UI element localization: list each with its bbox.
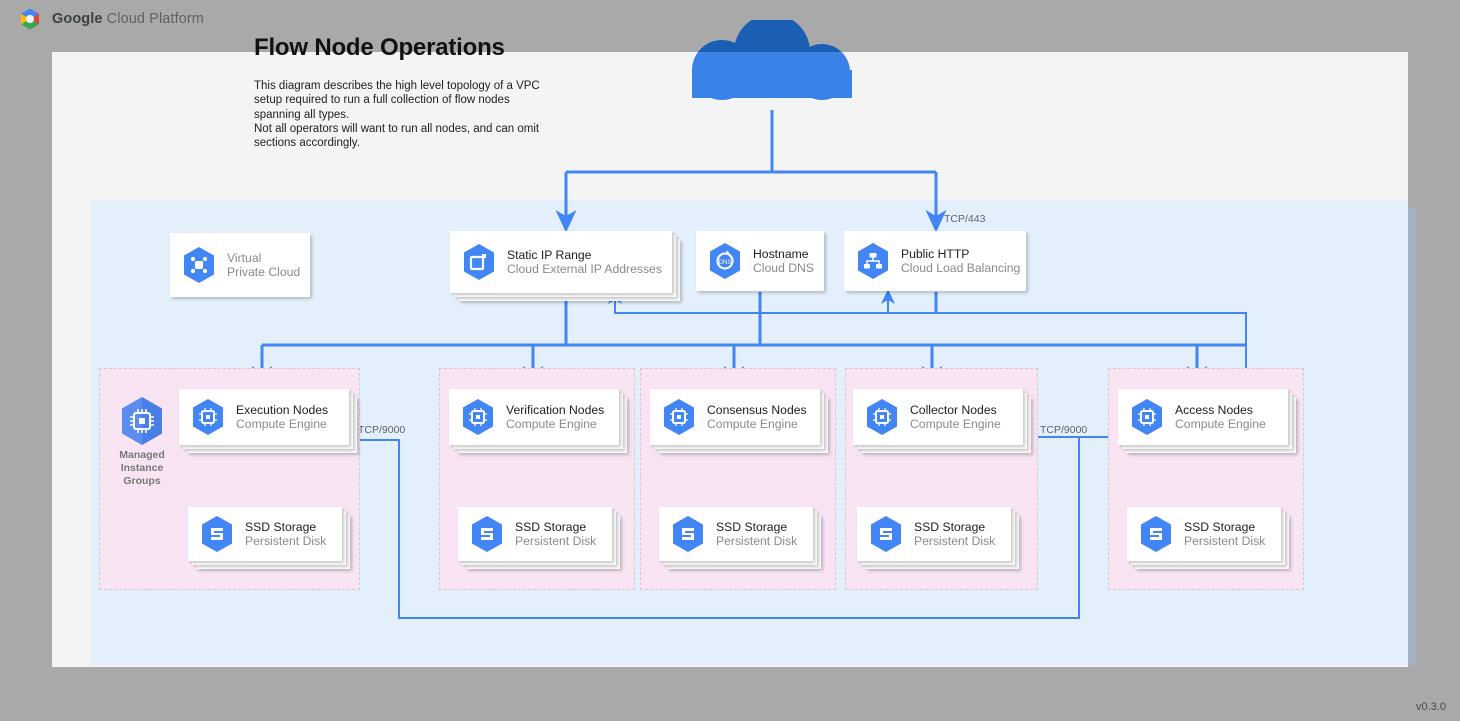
node-subtitle: Persistent Disk — [245, 534, 327, 548]
node-subtitle: Compute Engine — [1175, 417, 1266, 431]
node-label-group: SSD Storage Persistent Disk — [515, 520, 596, 549]
node-subtitle: Compute Engine — [506, 417, 597, 431]
persistent-disk-icon — [673, 516, 703, 552]
compute-engine-icon — [1132, 399, 1162, 435]
node-title: SSD Storage — [515, 519, 587, 534]
node-label-group: Virtual Private Cloud — [227, 251, 300, 280]
node-subtitle: Persistent Disk — [914, 534, 996, 548]
node-consensus-ssd-storage[interactable]: SSD Storage Persistent Disk — [659, 507, 813, 561]
node-subtitle: Cloud Load Balancing — [901, 261, 1021, 275]
node-access-ssd-storage[interactable]: SSD Storage Persistent Disk — [1127, 507, 1281, 561]
node-label-group: Access Nodes Compute Engine — [1175, 403, 1266, 432]
node-label-group: Collector Nodes Compute Engine — [910, 403, 1001, 432]
version-label: v0.3.0 — [1416, 701, 1446, 713]
node-title: Static IP Range — [507, 247, 592, 262]
node-subtitle: Cloud DNS — [753, 261, 814, 275]
vpc-region-shadow — [1408, 208, 1416, 665]
node-label-group: SSD Storage Persistent Disk — [716, 520, 797, 549]
brand-rest: Cloud Platform — [102, 11, 204, 27]
node-subtitle: Private Cloud — [227, 265, 301, 279]
gcp-wordmark: Google Cloud Platform — [52, 11, 204, 27]
gcp-hexagon-logo-icon — [21, 8, 39, 30]
managed-instance-groups-label: Managed Instance Groups — [119, 449, 165, 487]
cloud-icon — [676, 20, 868, 112]
managed-instance-groups-icon — [122, 397, 162, 445]
node-verification-nodes[interactable]: Verification Nodes Compute Engine — [449, 389, 619, 445]
compute-engine-icon — [664, 399, 694, 435]
compute-engine-icon — [463, 399, 493, 435]
cloud-dns-icon: DNS — [710, 243, 740, 279]
node-title: Virtual — [227, 250, 262, 265]
node-access-nodes[interactable]: Access Nodes Compute Engine — [1118, 389, 1288, 445]
node-hostname[interactable]: DNS Hostname Cloud DNS — [696, 231, 824, 291]
port-label-collector-side: TCP/9000 — [1040, 424, 1088, 436]
page-title: Flow Node Operations — [254, 34, 505, 61]
node-subtitle: Persistent Disk — [1184, 534, 1266, 548]
node-title: Execution Nodes — [236, 402, 329, 417]
node-label-group: Public HTTP Cloud Load Balancing — [901, 247, 1020, 276]
compute-engine-icon — [867, 399, 897, 435]
node-verification-ssd-storage[interactable]: SSD Storage Persistent Disk — [458, 507, 612, 561]
node-label-group: Execution Nodes Compute Engine — [236, 403, 328, 432]
node-collector-ssd-storage[interactable]: SSD Storage Persistent Disk — [857, 507, 1011, 561]
brand-bold: Google — [52, 11, 103, 27]
node-static-ip-range[interactable]: Static IP Range Cloud External IP Addres… — [450, 231, 672, 293]
svg-text:DNS: DNS — [719, 260, 732, 266]
node-subtitle: Compute Engine — [707, 417, 798, 431]
diagram-description: This diagram describes the high level to… — [254, 80, 540, 150]
node-execution-nodes[interactable]: Execution Nodes Compute Engine — [179, 389, 349, 445]
node-subtitle: Persistent Disk — [515, 534, 597, 548]
port-label-execution-side: TCP/9000 — [358, 424, 406, 436]
node-collector-nodes[interactable]: Collector Nodes Compute Engine — [853, 389, 1023, 445]
node-title: Hostname — [753, 246, 809, 261]
node-label-group: Static IP Range Cloud External IP Addres… — [507, 248, 662, 277]
persistent-disk-icon — [472, 516, 502, 552]
persistent-disk-icon — [202, 516, 232, 552]
node-title: SSD Storage — [245, 519, 317, 534]
node-label-group: Consensus Nodes Compute Engine — [707, 403, 807, 432]
persistent-disk-icon — [1141, 516, 1171, 552]
node-label-group: SSD Storage Persistent Disk — [245, 520, 326, 549]
virtual-private-cloud-icon — [184, 247, 214, 283]
node-subtitle: Compute Engine — [910, 417, 1001, 431]
node-label-group: SSD Storage Persistent Disk — [914, 520, 995, 549]
cloud-load-balancing-icon — [858, 243, 888, 279]
node-public-http[interactable]: Public HTTP Cloud Load Balancing — [844, 231, 1026, 291]
node-title: Public HTTP — [901, 246, 970, 261]
node-subtitle: Cloud External IP Addresses — [507, 262, 662, 276]
node-subtitle: Persistent Disk — [716, 534, 798, 548]
node-title: Verification Nodes — [506, 402, 605, 417]
node-title: Access Nodes — [1175, 402, 1253, 417]
node-execution-ssd-storage[interactable]: SSD Storage Persistent Disk — [188, 507, 342, 561]
node-consensus-nodes[interactable]: Consensus Nodes Compute Engine — [650, 389, 820, 445]
node-label-group: Verification Nodes Compute Engine — [506, 403, 604, 432]
node-title: SSD Storage — [1184, 519, 1256, 534]
gcp-header: Google Cloud Platform — [0, 0, 1460, 38]
cloud-external-ip-icon — [464, 244, 494, 280]
node-label-group: SSD Storage Persistent Disk — [1184, 520, 1265, 549]
node-title: Consensus Nodes — [707, 402, 807, 417]
node-title: Collector Nodes — [910, 402, 997, 417]
node-title: SSD Storage — [716, 519, 788, 534]
persistent-disk-icon — [871, 516, 901, 552]
compute-engine-icon — [193, 399, 223, 435]
node-virtual-private-cloud[interactable]: Virtual Private Cloud — [170, 233, 310, 297]
node-title: SSD Storage — [914, 519, 986, 534]
node-subtitle: Compute Engine — [236, 417, 327, 431]
port-label-lb-ingress: TCP/443 — [944, 213, 986, 225]
node-label-group: Hostname Cloud DNS — [753, 247, 814, 276]
